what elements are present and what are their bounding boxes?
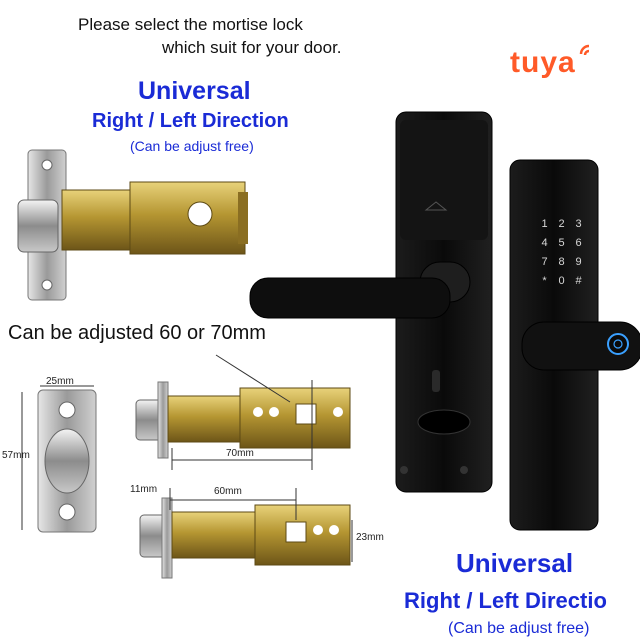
tuya-logo: tuya (510, 44, 590, 80)
top-caption-note: (Can be adjust free) (130, 138, 254, 154)
latch-side-60mm (139, 488, 353, 579)
keypad-grid: 1 2 3 4 5 6 7 8 9 * 0 # (536, 218, 588, 287)
bottom-caption-subheading: Right / Left Directio (404, 588, 607, 613)
keypad-panel (509, 159, 640, 531)
dimension-long-backset: 70mm (226, 448, 254, 459)
latch-3d-top (17, 149, 248, 301)
dimension-width: 25mm (46, 376, 74, 387)
top-caption-heading: Universal (138, 77, 251, 105)
bottom-caption-note: (Can be adjust free) (448, 620, 590, 637)
keypad-key-6[interactable]: 6 (575, 237, 582, 249)
dimension-short-backset: 60mm (214, 486, 242, 497)
top-caption-subheading: Right / Left Direction (92, 110, 289, 132)
tuya-logo-text: tuya (510, 46, 576, 79)
keypad-key-0[interactable]: 0 (558, 275, 565, 287)
instruction-line-1: Please select the mortise lock (78, 15, 303, 34)
dimension-offset: 11mm (130, 484, 158, 495)
latch-front-face (21, 385, 97, 533)
instruction-line-2: which suit for your door. (162, 38, 342, 57)
keypad-key-4[interactable]: 4 (541, 237, 548, 249)
keypad-key-9[interactable]: 9 (575, 256, 582, 268)
latch-side-70mm (135, 354, 351, 470)
keypad-key-1[interactable]: 1 (541, 218, 548, 230)
keypad-key-star[interactable]: * (542, 275, 547, 287)
adjust-caption: Can be adjusted 60 or 70mm (8, 322, 266, 344)
keypad-key-3[interactable]: 3 (575, 218, 582, 230)
dimension-height: 57mm (2, 450, 30, 461)
smart-lock-body (249, 111, 493, 493)
keypad-key-7[interactable]: 7 (541, 256, 548, 268)
keypad-key-8[interactable]: 8 (558, 256, 565, 268)
bottom-caption-heading: Universal (456, 548, 574, 578)
keypad-key-hash[interactable]: # (575, 275, 582, 287)
keypad-key-2[interactable]: 2 (558, 218, 565, 230)
wifi-signal-icon (579, 44, 590, 56)
keypad-key-5[interactable]: 5 (558, 237, 565, 249)
dimension-depth: 23mm (356, 532, 384, 543)
